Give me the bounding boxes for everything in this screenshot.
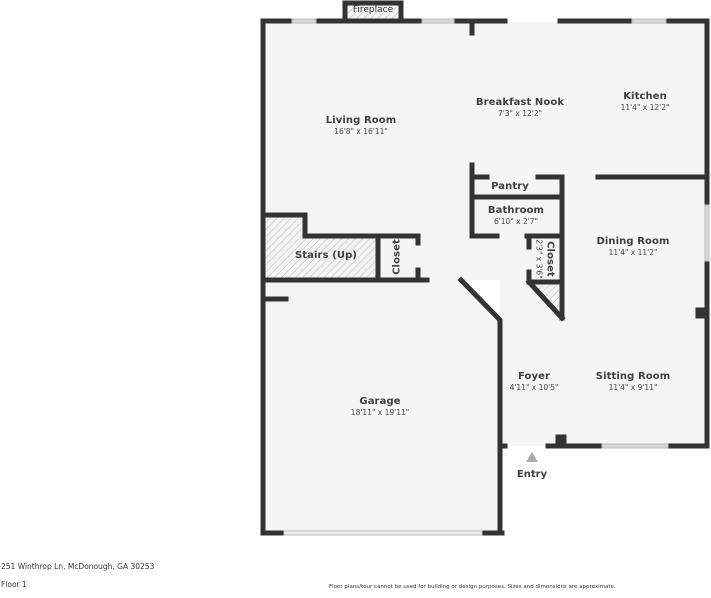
room-closet-bath: Closet 2'3" x 3'6" xyxy=(535,239,556,278)
entry-arrow-icon xyxy=(526,452,538,462)
room-foyer: Foyer 4'11" x 10'5" xyxy=(510,371,559,392)
room-name: Breakfast Nook xyxy=(475,97,565,108)
room-name: Stairs (Up) xyxy=(294,250,358,261)
room-name: Garage xyxy=(359,396,401,407)
room-breakfast-nook: Breakfast Nook 7'3" x 12'2" xyxy=(476,97,564,118)
room-dining-room: Dining Room 11'4" x 11'2" xyxy=(597,236,670,257)
room-dimensions: 2'3" x 3'6" xyxy=(534,239,544,279)
floor-label: Floor 1 xyxy=(1,580,27,589)
room-stairs: Stairs (Up) xyxy=(295,250,357,261)
room-dimensions: 6'10" x 2'7" xyxy=(493,217,539,226)
walls xyxy=(260,0,710,536)
room-name: Sitting Room xyxy=(595,371,671,382)
room-dimensions: 11'4" x 12'2" xyxy=(620,103,670,112)
room-name: Kitchen xyxy=(623,91,667,102)
fireplace-label: Fireplace xyxy=(352,5,394,15)
windows xyxy=(283,18,710,536)
room-name: Living Room xyxy=(325,115,397,126)
room-garage: Garage 18'11" x 19'11" xyxy=(351,396,409,417)
room-dimensions: 16'8" x 16'11" xyxy=(334,127,388,136)
room-kitchen: Kitchen 11'4" x 12'2" xyxy=(621,91,670,112)
room-dimensions: 11'4" x 11'2" xyxy=(608,248,658,257)
room-dimensions: 11'4" x 9'11" xyxy=(608,383,658,392)
room-pantry: Pantry xyxy=(491,181,529,192)
room-name: Closet xyxy=(544,241,556,277)
room-name: Closet xyxy=(391,239,403,275)
room-sitting-room: Sitting Room 11'4" x 9'11" xyxy=(596,371,670,392)
entry-label: Entry xyxy=(516,469,548,480)
address: 251 Winthrop Ln, McDonough, GA 30253 xyxy=(1,562,155,571)
room-name: Foyer xyxy=(517,371,551,382)
room-dimensions: 4'11" x 10'5" xyxy=(509,383,559,392)
room-closet-stairs: Closet xyxy=(392,239,403,275)
room-bathroom: Bathroom 6'10" x 2'7" xyxy=(488,205,544,226)
room-dimensions: 18'11" x 19'11" xyxy=(350,408,410,417)
room-name: Dining Room xyxy=(596,236,670,247)
room-name: Bathroom xyxy=(487,205,545,216)
room-living-room: Living Room 16'8" x 16'11" xyxy=(326,115,396,136)
room-name: Pantry xyxy=(491,181,529,192)
room-dimensions: 7'3" x 12'2" xyxy=(497,109,543,118)
disclaimer: Floor plans/tour cannot be used for buil… xyxy=(329,584,616,590)
